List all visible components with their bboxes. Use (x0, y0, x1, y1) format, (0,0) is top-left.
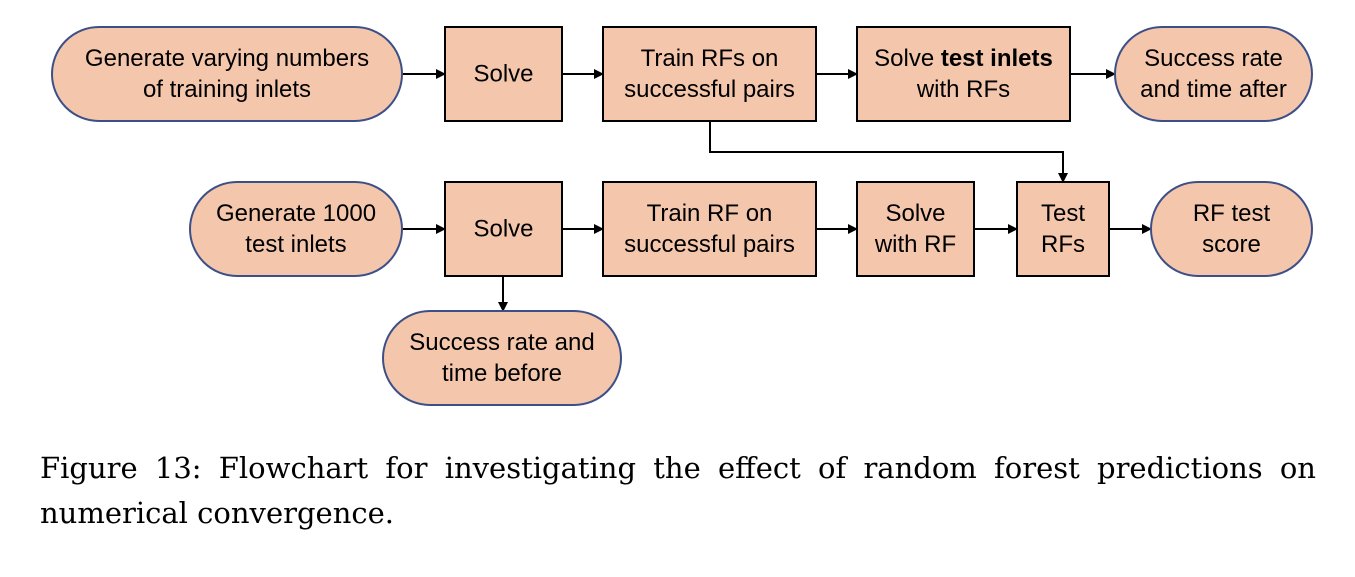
node-label-line: time before (442, 360, 562, 387)
node-solve-test-inlets: Solve test inlets with RFs (856, 26, 1071, 122)
node-label-line: Solve test inlets (874, 45, 1053, 72)
node-label-success-before: Success rate and time before (409, 329, 594, 387)
node-gen-training: Generate varying numbers of training inle… (51, 26, 403, 122)
node-label-solve-test: Solve (473, 216, 533, 243)
node-label-train-rf: Train RF on successful pairs (624, 200, 795, 258)
node-label-line: RF test (1193, 200, 1271, 227)
node-label-line: with RF (874, 231, 956, 258)
node-shape-gen-test (189, 181, 403, 277)
node-label-gen-training: Generate varying numbers of training inle… (85, 45, 369, 103)
node-label-line: test inlets (245, 231, 346, 258)
node-shape-solve-training (444, 26, 563, 122)
node-success-before: Success rate and time before (382, 310, 622, 406)
node-train-rf: Train RF on successful pairs (602, 181, 817, 277)
node-label-gen-test: Generate 1000 test inlets (216, 200, 376, 258)
node-gen-test: Generate 1000 test inlets (189, 181, 403, 277)
node-label-line: successful pairs (624, 231, 795, 258)
node-label-train-rfs: Train RFs on successful pairs (624, 45, 795, 103)
node-success-after: Success rate and time after (1114, 26, 1313, 122)
node-label-line: score (1202, 231, 1261, 258)
node-label-line: with RFs (916, 76, 1010, 103)
node-shape-success-before (382, 310, 622, 406)
node-shape-test-rfs (1016, 181, 1110, 277)
node-label-line: Generate 1000 (216, 200, 376, 227)
node-label-solve-with-rf: Solve with RF (874, 200, 956, 258)
node-label-line: of training inlets (143, 76, 311, 103)
node-label-line: Solve (473, 61, 533, 88)
node-solve-training: Solve (444, 26, 563, 122)
edges-layer (402, 69, 1152, 312)
node-label-line: Train RF on (647, 200, 773, 227)
node-shape-train-rf (602, 181, 817, 277)
node-solve-test: Solve (444, 181, 563, 277)
flowchart: Generate varying numbers of training inle… (51, 26, 1313, 406)
node-label-line: Solve (473, 216, 533, 243)
node-shape-solve-test-inlets (856, 26, 1071, 122)
node-label-line: Generate varying numbers (85, 45, 369, 72)
edge-train-rfs-to-test-rfs (709, 121, 1068, 183)
node-shape-rf-score (1150, 181, 1313, 277)
node-rf-score: RF test score (1150, 181, 1313, 277)
node-label-segment: Solve (874, 45, 941, 72)
node-label-line: successful pairs (624, 76, 795, 103)
node-solve-with-rf: Solve with RF (856, 181, 975, 277)
node-train-rfs: Train RFs on successful pairs (602, 26, 817, 122)
nodes-layer: Generate varying numbers of training inle… (51, 26, 1313, 406)
node-shape-gen-training (51, 26, 403, 122)
node-label-solve-test-inlets: Solve test inlets with RFs (874, 45, 1053, 103)
node-label-line: Solve (885, 200, 945, 227)
node-label-line: Test (1041, 200, 1085, 227)
node-label-success-after: Success rate and time after (1140, 45, 1287, 103)
node-label-bold-segment: test inlets (941, 45, 1053, 72)
node-shape-success-after (1114, 26, 1313, 122)
node-label-line: and time after (1140, 76, 1287, 103)
node-label-line: Success rate and (409, 329, 594, 356)
node-shape-solve-with-rf (856, 181, 975, 277)
node-label-line: Train RFs on (641, 45, 779, 72)
figure-caption: Figure 13: Flowchart for investigating t… (40, 451, 1316, 530)
node-label-rf-score: RF test score (1193, 200, 1271, 258)
node-shape-train-rfs (602, 26, 817, 122)
node-label-line: Success rate (1144, 45, 1283, 72)
node-shape-solve-test (444, 181, 563, 277)
node-label-solve-training: Solve (473, 61, 533, 88)
node-label-line: RFs (1041, 231, 1085, 258)
